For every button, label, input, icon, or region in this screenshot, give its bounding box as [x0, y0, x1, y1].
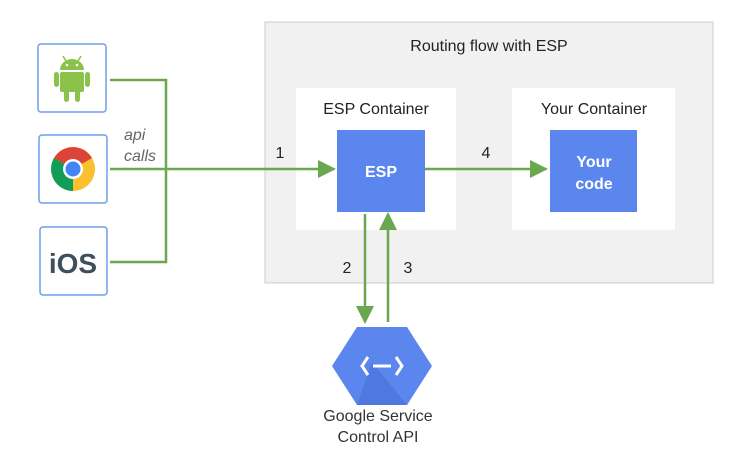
- your-code-label-2: code: [575, 176, 612, 193]
- api-calls-label-2: calls: [124, 148, 156, 165]
- your-code-box: [550, 130, 637, 212]
- service-label-1: Google Service: [323, 408, 432, 425]
- android-client: [37, 43, 107, 113]
- chrome-client: [38, 134, 108, 204]
- step-4: 4: [482, 145, 491, 162]
- esp-container-label: ESP Container: [323, 101, 429, 118]
- step-1: 1: [276, 145, 285, 162]
- api-calls-label-1: api: [124, 127, 146, 144]
- android-icon: [54, 55, 90, 102]
- your-container-label: Your Container: [541, 101, 648, 118]
- your-code-label-1: Your: [576, 154, 611, 171]
- client-bus-line: [110, 78, 168, 264]
- ios-client: iOS: [39, 226, 108, 296]
- chrome-icon: [51, 147, 95, 191]
- service-control-icon: [332, 327, 432, 405]
- step-2: 2: [343, 260, 352, 277]
- ios-icon: iOS: [49, 248, 97, 279]
- esp-box-label: ESP: [365, 164, 397, 181]
- step-3: 3: [404, 260, 413, 277]
- panel-title: Routing flow with ESP: [410, 38, 567, 55]
- esp-box: [337, 130, 425, 212]
- service-label-2: Control API: [338, 429, 419, 446]
